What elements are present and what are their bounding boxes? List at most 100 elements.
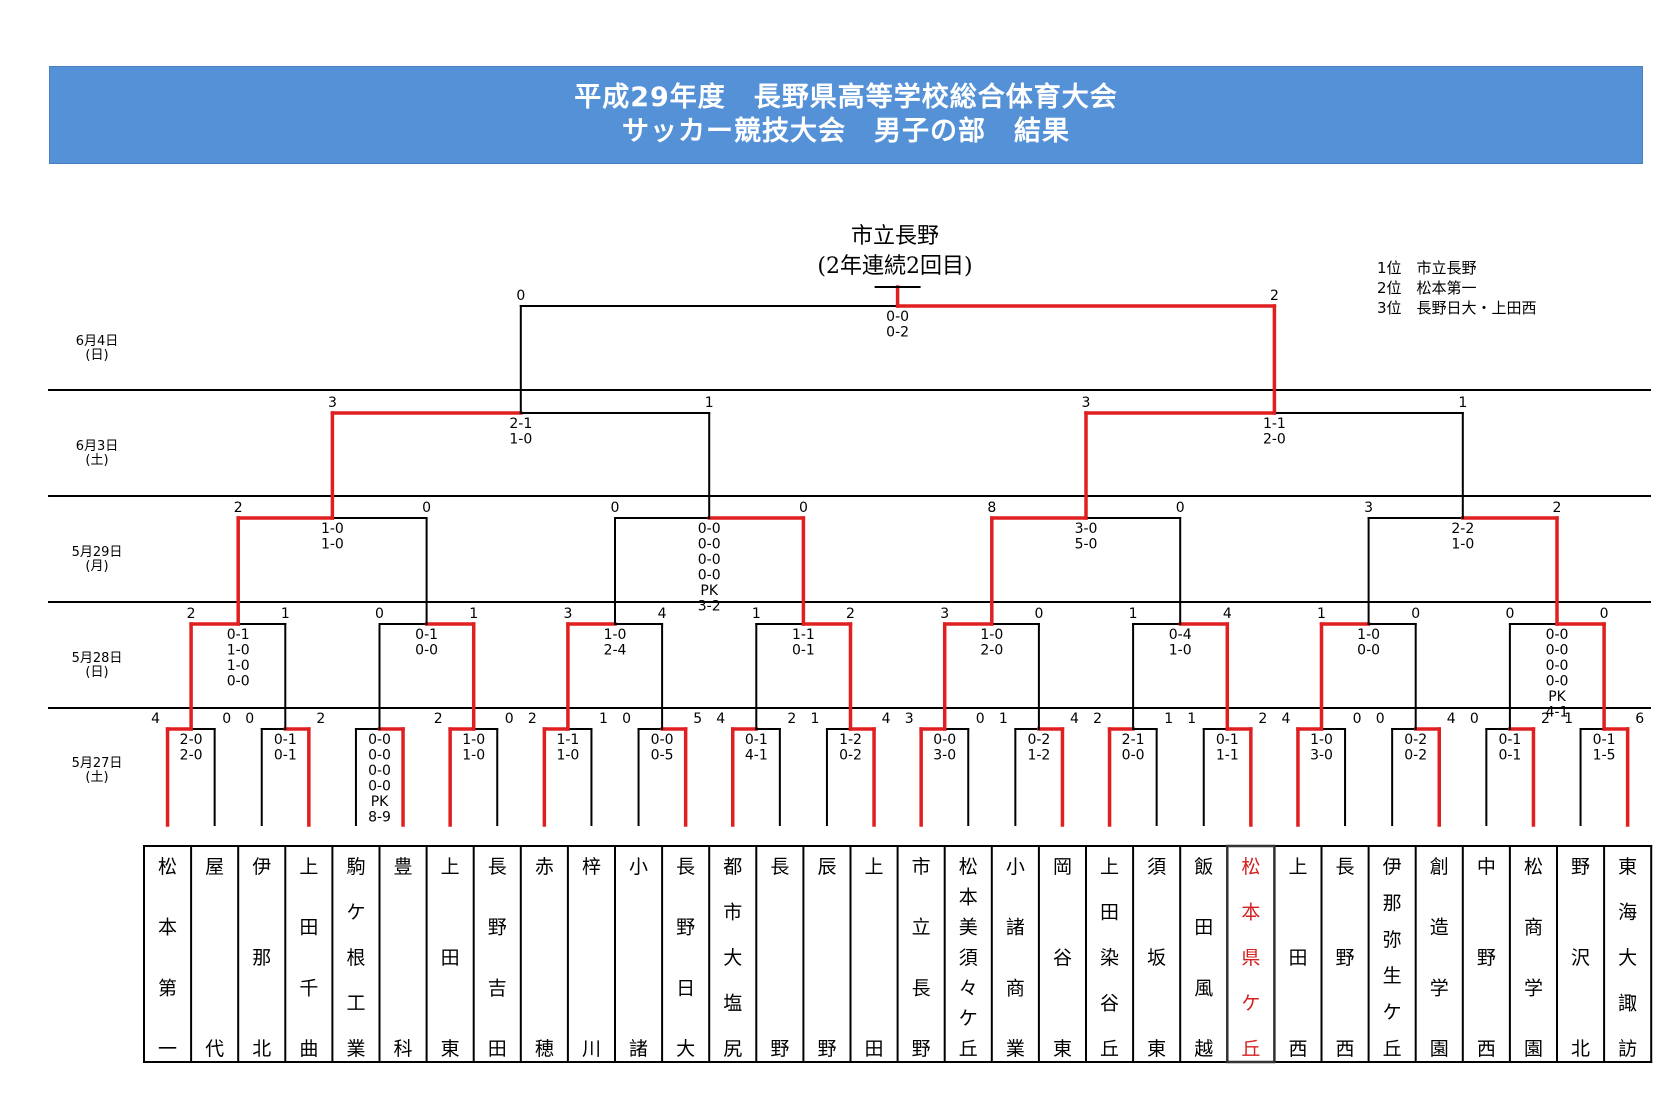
- half-score: 0-1: [1216, 732, 1239, 748]
- team-name-char: ケ: [346, 902, 365, 924]
- goal-total: 3: [1364, 500, 1373, 516]
- goal-total: 2: [787, 711, 796, 727]
- half-score: 1-0: [556, 748, 579, 764]
- team-name-char: 日: [676, 977, 695, 999]
- half-score: 1-2: [839, 732, 862, 748]
- half-score: 1-0: [509, 432, 532, 448]
- half-score: 1-0: [321, 521, 344, 537]
- team-name-char: ケ: [959, 1008, 978, 1030]
- goal-total: 0: [611, 500, 620, 516]
- date-dow-label: (日): [85, 348, 108, 363]
- highlighted-team-box: [1226, 844, 1276, 1064]
- team-name-char: 西: [1336, 1038, 1355, 1060]
- team-name-char: 市: [912, 856, 931, 878]
- half-score: 0-2: [1404, 732, 1427, 748]
- team-name-char: 第: [158, 977, 177, 999]
- standing-1: 1位 市立長野: [1377, 259, 1477, 277]
- half-score: 0-0: [1546, 643, 1569, 659]
- goal-total: 0: [222, 711, 231, 727]
- team-name-char: 都: [723, 856, 742, 878]
- team-name-char: 松: [158, 856, 177, 878]
- date-label: 5月29日: [72, 545, 123, 560]
- half-score: 4-1: [745, 748, 768, 764]
- half-score: 0-1: [792, 643, 815, 659]
- half-score: 0-0: [1546, 627, 1569, 643]
- team-name-char: 塩: [723, 993, 742, 1015]
- team-name-char: ケ: [1383, 1002, 1402, 1024]
- goal-total: 1: [1564, 711, 1573, 727]
- goal-total: 6: [1635, 711, 1644, 727]
- date-label: 6月4日: [76, 334, 119, 349]
- team-name-char: 根: [346, 947, 365, 969]
- team-name-char: 飯: [1194, 856, 1213, 878]
- team-name-char: 長: [488, 856, 507, 878]
- goal-total: 0: [622, 711, 631, 727]
- standing-3: 3位 長野日大・上田西: [1377, 299, 1537, 317]
- half-score: 3-0: [933, 748, 956, 764]
- half-score: 1-2: [1027, 748, 1050, 764]
- half-score: 0-1: [415, 627, 438, 643]
- half-score: 0-0: [698, 521, 721, 537]
- half-score: 1-0: [604, 627, 627, 643]
- date-dow-label: (土): [85, 453, 108, 468]
- goal-total: 4: [882, 711, 891, 727]
- team-name-char: 科: [394, 1038, 413, 1060]
- team-name-char: 北: [252, 1038, 271, 1060]
- team-name-char: 本: [158, 917, 177, 939]
- team-name-char: 西: [1288, 1038, 1307, 1060]
- half-score: 1-1: [792, 627, 815, 643]
- half-score: 0-1: [745, 732, 768, 748]
- team-name-char: 諸: [1006, 917, 1025, 939]
- champion-note: (2年連続2回目): [817, 254, 973, 279]
- goal-total: 1: [705, 395, 714, 411]
- half-score: 0-5: [651, 748, 674, 764]
- goal-total: 0: [375, 606, 384, 622]
- half-score: 0-0: [886, 309, 909, 325]
- goal-total: 0: [422, 500, 431, 516]
- team-name-char: 美: [959, 917, 978, 939]
- team-name-char: 長: [1336, 856, 1355, 878]
- team-name-char: 丘: [1383, 1038, 1402, 1060]
- half-score: 0-1: [1498, 748, 1521, 764]
- team-name-char: 本: [959, 886, 978, 908]
- team-name-char: 田: [441, 947, 460, 969]
- date-label: 5月27日: [72, 756, 123, 771]
- team-name-char: 那: [1383, 892, 1402, 914]
- half-score: 1-0: [1310, 732, 1333, 748]
- team-name-char: 学: [1524, 977, 1543, 999]
- team-name-char: 長: [770, 856, 789, 878]
- team-name-char: 谷: [1100, 993, 1119, 1015]
- half-score: 0-2: [1404, 748, 1427, 764]
- team-name-char: 野: [817, 1038, 836, 1060]
- team-name-char: 本: [1241, 902, 1260, 924]
- team-name-char: 業: [1006, 1038, 1025, 1060]
- half-score: 0-2: [886, 325, 909, 341]
- team-name-char: 東: [1618, 856, 1637, 878]
- half-score: 0-1: [1498, 732, 1521, 748]
- team-name-char: 川: [582, 1038, 601, 1060]
- half-score: 2-1: [1122, 732, 1145, 748]
- team-name-char: 田: [1288, 947, 1307, 969]
- team-name-char: 谷: [1053, 947, 1072, 969]
- goal-total: 1: [752, 606, 761, 622]
- goal-total: 0: [1411, 606, 1420, 622]
- team-name-char: 野: [770, 1038, 789, 1060]
- goal-total: 3: [940, 606, 949, 622]
- team-name-char: 上: [1288, 856, 1307, 878]
- team-name-char: 辰: [817, 856, 836, 878]
- goal-total: 0: [976, 711, 985, 727]
- goal-total: 4: [716, 711, 725, 727]
- team-name-char: 屋: [205, 856, 224, 878]
- half-score: 0-0: [698, 568, 721, 584]
- half-score: 2-0: [180, 748, 203, 764]
- team-name-char: 一: [158, 1038, 177, 1060]
- goal-total: 4: [1447, 711, 1456, 727]
- team-name-char: 小: [629, 856, 648, 878]
- half-score: 0-1: [227, 627, 250, 643]
- team-name-char: 諸: [629, 1038, 648, 1060]
- goal-total: 0: [799, 500, 808, 516]
- goal-total: 1: [1458, 395, 1467, 411]
- team-name-char: 海: [1618, 902, 1637, 924]
- half-score: 0-2: [1027, 732, 1050, 748]
- half-score: 0-0: [415, 643, 438, 659]
